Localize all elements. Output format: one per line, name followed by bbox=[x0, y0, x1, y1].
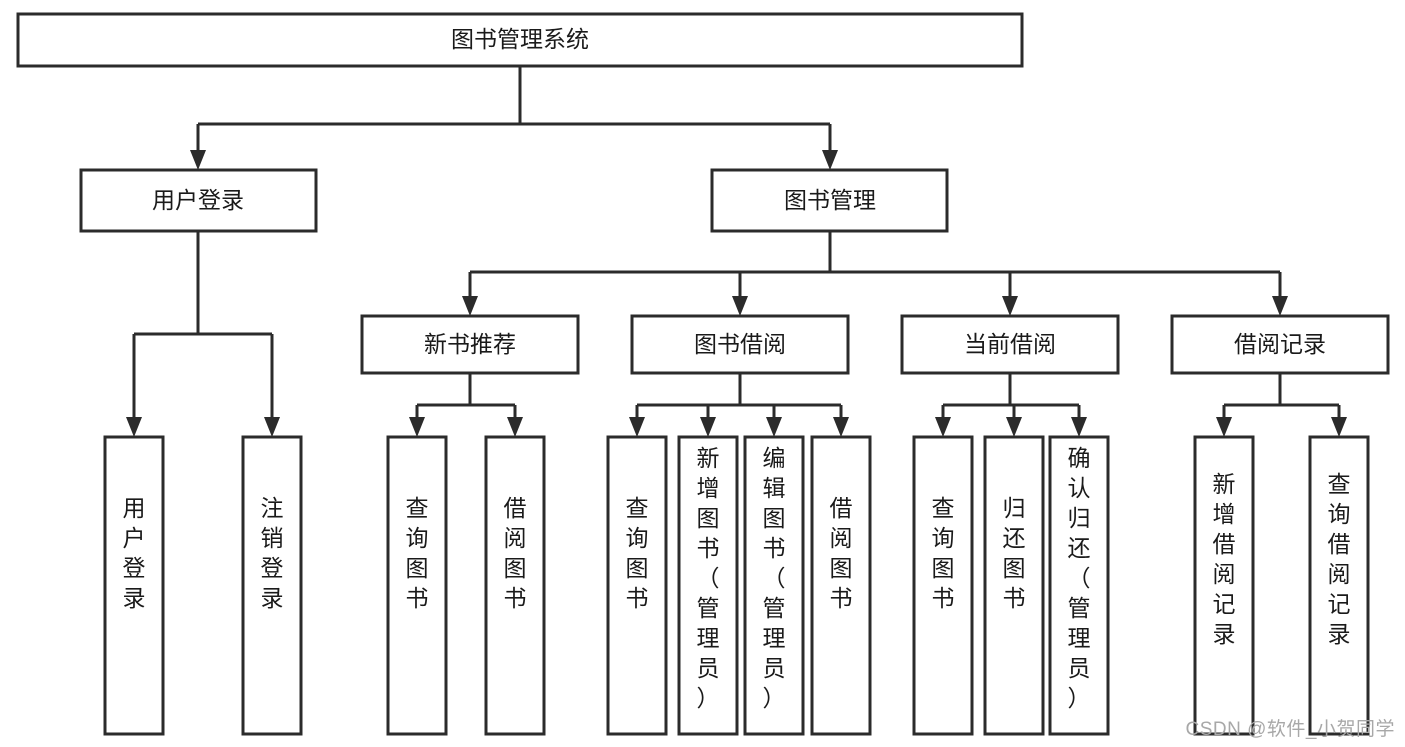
leaf-add-borrow-record-box bbox=[1193, 435, 1255, 736]
leaf-query-borrow-record-label: 查询借阅记录 bbox=[1328, 471, 1351, 647]
leaf-confirm-return-admin-label: 确认归还（管理员） bbox=[1068, 445, 1091, 711]
leaf-query-book-borrow[interactable]: 查询图书 bbox=[606, 435, 668, 736]
arrow-leaf-logout bbox=[264, 417, 280, 437]
leaf-query-book-borrow-label: 查询图书 bbox=[626, 495, 649, 611]
arrow-to-book-mgmt bbox=[822, 150, 838, 170]
node-current-borrow[interactable]: 当前借阅 bbox=[900, 314, 1120, 375]
leaf-confirm-return-admin[interactable]: 确认归还（管理员） bbox=[1048, 435, 1110, 736]
leaf-logout-box bbox=[241, 435, 303, 736]
node-borrow-record[interactable]: 借阅记录 bbox=[1170, 314, 1390, 375]
arrow-leaf-add-record bbox=[1216, 417, 1232, 437]
node-current-borrow-label: 当前借阅 bbox=[964, 331, 1056, 357]
node-root-box bbox=[16, 12, 1024, 68]
arrow-to-user-login bbox=[190, 150, 206, 170]
node-new-book-recommend-box bbox=[360, 314, 580, 375]
leaf-query-book-borrow-box bbox=[606, 435, 668, 736]
leaf-return-book-box bbox=[983, 435, 1045, 736]
leaf-edit-book-admin[interactable]: 编辑图书（管理员） bbox=[743, 435, 805, 736]
leaf-borrow-book-rec[interactable]: 借阅图书 bbox=[484, 435, 546, 736]
arrow-leaf-borrow-book-a bbox=[507, 417, 523, 437]
leaf-query-book-current-box bbox=[912, 435, 974, 736]
arrow-to-borrow-record bbox=[1272, 296, 1288, 316]
node-current-borrow-box bbox=[900, 314, 1120, 375]
arrow-leaf-query-book-c bbox=[935, 417, 951, 437]
node-new-book-recommend-label: 新书推荐 bbox=[424, 331, 516, 357]
leaf-query-borrow-record-box bbox=[1308, 435, 1370, 736]
leaf-query-book-current[interactable]: 查询图书 bbox=[912, 435, 974, 736]
arrow-leaf-add-book bbox=[700, 417, 716, 437]
leaf-query-book-rec-box bbox=[386, 435, 448, 736]
arrow-leaf-query-book-b bbox=[629, 417, 645, 437]
arrow-to-book-borrow bbox=[732, 296, 748, 316]
arrow-leaf-borrow-book-b bbox=[833, 417, 849, 437]
leaf-logout[interactable]: 注销登录 bbox=[241, 435, 303, 736]
leaf-borrow-book-borrow-box bbox=[810, 435, 872, 736]
leaf-add-book-admin-label: 新增图书（管理员） bbox=[697, 445, 720, 711]
node-book-borrow[interactable]: 图书借阅 bbox=[630, 314, 850, 375]
node-new-book-recommend[interactable]: 新书推荐 bbox=[360, 314, 580, 375]
leaf-return-book[interactable]: 归还图书 bbox=[983, 435, 1045, 736]
arrow-leaf-query-book-a bbox=[409, 417, 425, 437]
connector-layer bbox=[126, 66, 1347, 437]
leaf-borrow-book-rec-label: 借阅图书 bbox=[504, 495, 527, 611]
arrow-to-new-book-rec bbox=[462, 296, 478, 316]
node-book-borrow-box bbox=[630, 314, 850, 375]
leaf-user-login[interactable]: 用户登录 bbox=[103, 435, 165, 736]
arrow-to-current-borrow bbox=[1002, 296, 1018, 316]
arrow-leaf-user-login bbox=[126, 417, 142, 437]
leaf-return-book-label: 归还图书 bbox=[1003, 495, 1026, 611]
node-book-management[interactable]: 图书管理 bbox=[710, 168, 949, 233]
csdn-watermark: CSDN @软件_小贺同学 bbox=[1185, 719, 1395, 740]
leaf-borrow-book-borrow[interactable]: 借阅图书 bbox=[810, 435, 872, 736]
leaf-add-book-admin[interactable]: 新增图书（管理员） bbox=[677, 435, 739, 736]
leaf-add-borrow-record[interactable]: 新增借阅记录 bbox=[1193, 435, 1255, 736]
leaf-confirm-return-admin-box bbox=[1048, 435, 1110, 736]
leaf-query-book-rec[interactable]: 查询图书 bbox=[386, 435, 448, 736]
node-root-label: 图书管理系统 bbox=[451, 26, 589, 52]
node-root-system[interactable]: 图书管理系统 bbox=[16, 12, 1024, 68]
node-book-borrow-label: 图书借阅 bbox=[694, 331, 786, 357]
node-borrow-record-box bbox=[1170, 314, 1390, 375]
node-book-management-label: 图书管理 bbox=[784, 187, 876, 213]
leaf-add-book-admin-box bbox=[677, 435, 739, 736]
leaf-query-book-rec-label: 查询图书 bbox=[406, 495, 429, 611]
arrow-leaf-edit-book bbox=[766, 417, 782, 437]
leaf-user-login-box bbox=[103, 435, 165, 736]
leaf-user-login-label: 用户登录 bbox=[123, 495, 146, 611]
leaf-add-borrow-record-label: 新增借阅记录 bbox=[1213, 471, 1236, 647]
arrow-leaf-query-record bbox=[1331, 417, 1347, 437]
leaf-borrow-book-rec-box bbox=[484, 435, 546, 736]
node-borrow-record-label: 借阅记录 bbox=[1234, 331, 1326, 357]
leaf-logout-label: 注销登录 bbox=[261, 495, 284, 611]
arrow-leaf-return-book bbox=[1006, 417, 1022, 437]
node-user-login-label: 用户登录 bbox=[152, 187, 244, 213]
leaf-query-book-current-label: 查询图书 bbox=[932, 495, 955, 611]
leaf-edit-book-admin-label: 编辑图书（管理员） bbox=[763, 445, 786, 711]
leaf-edit-book-admin-box bbox=[743, 435, 805, 736]
arrow-leaf-confirm-return bbox=[1071, 417, 1087, 437]
leaf-query-borrow-record[interactable]: 查询借阅记录 bbox=[1308, 435, 1370, 736]
node-user-login[interactable]: 用户登录 bbox=[79, 168, 318, 233]
leaf-borrow-book-borrow-label: 借阅图书 bbox=[830, 495, 853, 611]
node-user-login-box bbox=[79, 168, 318, 233]
node-book-management-box bbox=[710, 168, 949, 233]
